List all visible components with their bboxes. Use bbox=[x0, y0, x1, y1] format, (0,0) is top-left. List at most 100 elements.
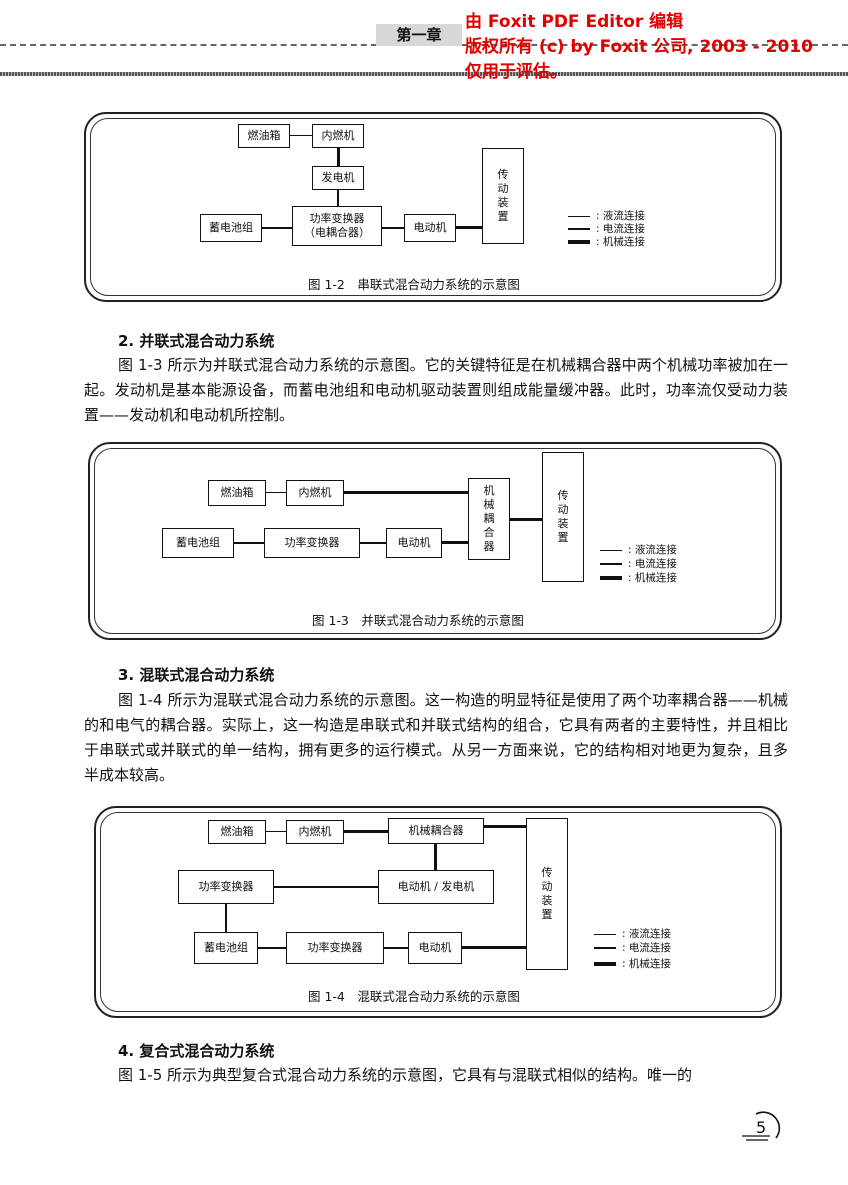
transmission-char: 装 bbox=[497, 196, 509, 209]
transmission-char: 置 bbox=[541, 908, 553, 921]
engine-generator-link bbox=[337, 148, 340, 166]
fuel-link bbox=[266, 831, 286, 832]
fuel-tank-box: 燃油箱 bbox=[208, 820, 266, 844]
transmission-char: 动 bbox=[497, 182, 509, 195]
transmission-char: 动 bbox=[541, 880, 553, 893]
transmission-char: 传 bbox=[497, 168, 509, 181]
foxit-watermark: 由 Foxit PDF Editor 编辑 版权所有 (c) by Foxit … bbox=[465, 10, 813, 85]
legend-mechanical: : 机械连接 bbox=[594, 956, 671, 971]
figure-caption: 图 1-2 串联式混合动力系统的示意图 bbox=[308, 277, 520, 292]
coupler-char: 机 bbox=[483, 484, 495, 497]
transmission-char: 动 bbox=[557, 503, 569, 516]
fuel-link bbox=[290, 135, 312, 136]
section-3-heading: 3. 混联式混合动力系统 bbox=[118, 666, 275, 684]
transmission-char: 置 bbox=[557, 531, 569, 544]
legend-mechanical: : 机械连接 bbox=[568, 234, 645, 249]
engine-coupler-link bbox=[344, 830, 388, 833]
transmission-box: 传 动 装 置 bbox=[542, 452, 584, 582]
section-3-paragraph: 图 1-4 所示为混联式混合动力系统的示意图。这一构造的明显特征是使用了两个功率… bbox=[84, 691, 788, 784]
mechanical-coupler-box: 机械耦合器 bbox=[388, 818, 484, 844]
power-converter-bottom-box: 功率变换器 bbox=[286, 932, 384, 964]
fuel-tank-box: 燃油箱 bbox=[208, 480, 266, 506]
motor-box: 电动机 bbox=[408, 932, 462, 964]
figure-1-3: 燃油箱 内燃机 蓄电池组 功率变换器 电动机 机 械 耦 合 器 传 动 装 置… bbox=[88, 442, 782, 640]
power-converter-top-box: 功率变换器 bbox=[178, 870, 274, 904]
legend-label: 液流连接 bbox=[634, 544, 677, 556]
section-4-heading: 4. 复合式混合动力系统 bbox=[118, 1042, 275, 1060]
converter-motorgen-link bbox=[274, 886, 378, 888]
battery-box: 蓄电池组 bbox=[194, 932, 258, 964]
generator-box: 发电机 bbox=[312, 166, 364, 190]
watermark-line-1: 由 Foxit PDF Editor 编辑 bbox=[465, 12, 684, 32]
figure-1-2: 燃油箱 内燃机 发电机 蓄电池组 功率变换器 （电耦合器） 电动机 传 动 装 … bbox=[84, 112, 782, 302]
coupler-char: 耦 bbox=[483, 512, 495, 525]
legend-label: 机械连接 bbox=[628, 958, 671, 970]
fuel-link bbox=[266, 492, 286, 493]
legend-label: 电流连接 bbox=[628, 942, 671, 954]
battery-box: 蓄电池组 bbox=[162, 528, 234, 558]
figure-inner-border bbox=[94, 448, 776, 634]
watermark-line-3: 仅用于评估。 bbox=[465, 62, 567, 82]
converter-battery-link bbox=[225, 904, 227, 932]
battery-converter-link bbox=[258, 947, 286, 949]
motor-generator-box: 电动机 / 发电机 bbox=[378, 870, 494, 904]
legend-label: 电流连接 bbox=[634, 558, 677, 570]
figure-inner-border bbox=[100, 812, 776, 1012]
legend-label: 机械连接 bbox=[602, 236, 645, 248]
converter-motor-link bbox=[382, 227, 404, 229]
legend-electric: : 电流连接 bbox=[568, 221, 645, 236]
section-4-paragraph: 图 1-5 所示为典型复合式混合动力系统的示意图，它具有与混联式相似的结构。唯一… bbox=[118, 1066, 693, 1084]
figure-caption: 图 1-3 并联式混合动力系统的示意图 bbox=[312, 613, 524, 628]
converter-motor-link bbox=[360, 542, 386, 544]
fuel-tank-box: 燃油箱 bbox=[238, 124, 290, 148]
header-bottom-rule bbox=[0, 72, 848, 76]
coupler-transmission-link bbox=[484, 825, 526, 828]
page-number-ornament bbox=[742, 1111, 781, 1141]
legend-mechanical: : 机械连接 bbox=[600, 570, 677, 585]
transmission-box: 传 动 装 置 bbox=[526, 818, 568, 970]
converter-label: 功率变换器 bbox=[309, 212, 365, 225]
figure-inner-border bbox=[90, 118, 776, 296]
legend-electric: : 电流连接 bbox=[600, 556, 677, 571]
legend-label: 电流连接 bbox=[602, 223, 645, 235]
engine-box: 内燃机 bbox=[312, 124, 364, 148]
motor-transmission-link bbox=[456, 226, 482, 229]
transmission-char: 置 bbox=[497, 210, 509, 223]
converter-box: 功率变换器 （电耦合器） bbox=[292, 206, 382, 246]
transmission-char: 传 bbox=[557, 489, 569, 502]
section-2-paragraph: 图 1-3 所示为并联式混合动力系统的示意图。它的关键特征是在机械耦合器中两个机… bbox=[84, 356, 788, 424]
legend-label: 机械连接 bbox=[634, 572, 677, 584]
transmission-box: 传 动 装 置 bbox=[482, 148, 524, 244]
coupler-char: 合 bbox=[483, 526, 495, 539]
generator-converter-link bbox=[337, 190, 339, 206]
transmission-char: 装 bbox=[557, 517, 569, 530]
legend-fluid: : 液流连接 bbox=[594, 926, 671, 941]
figure-1-4: 燃油箱 内燃机 机械耦合器 功率变换器 电动机 / 发电机 蓄电池组 功率变换器… bbox=[94, 806, 782, 1018]
battery-box: 蓄电池组 bbox=[200, 214, 262, 242]
battery-converter-link bbox=[234, 542, 264, 544]
motor-coupler-link bbox=[442, 541, 468, 544]
legend-label: 液流连接 bbox=[602, 210, 645, 222]
battery-converter-link bbox=[262, 227, 292, 229]
figure-caption: 图 1-4 混联式混合动力系统的示意图 bbox=[308, 989, 520, 1004]
electric-coupler-label: （电耦合器） bbox=[304, 226, 370, 239]
transmission-char: 传 bbox=[541, 866, 553, 879]
legend-fluid: : 液流连接 bbox=[600, 542, 677, 557]
watermark-line-2: 版权所有 (c) by Foxit 公司, 2003 - 2010 bbox=[465, 37, 813, 57]
motor-transmission-link bbox=[462, 946, 526, 949]
engine-box: 内燃机 bbox=[286, 820, 344, 844]
engine-box: 内燃机 bbox=[286, 480, 344, 506]
page-number-text: 5 bbox=[756, 1118, 767, 1137]
coupler-motorgen-link bbox=[434, 844, 437, 870]
mechanical-coupler-box: 机 械 耦 合 器 bbox=[468, 478, 510, 560]
converter-motor-link bbox=[384, 947, 408, 949]
page-number: 5 bbox=[740, 1108, 784, 1148]
chapter-label: 第一章 bbox=[376, 24, 462, 46]
legend-fluid: : 液流连接 bbox=[568, 208, 645, 223]
transmission-char: 装 bbox=[541, 894, 553, 907]
coupler-transmission-link bbox=[510, 518, 542, 521]
motor-box: 电动机 bbox=[386, 528, 442, 558]
motor-box: 电动机 bbox=[404, 214, 456, 242]
converter-box: 功率变换器 bbox=[264, 528, 360, 558]
legend-electric: : 电流连接 bbox=[594, 940, 671, 955]
